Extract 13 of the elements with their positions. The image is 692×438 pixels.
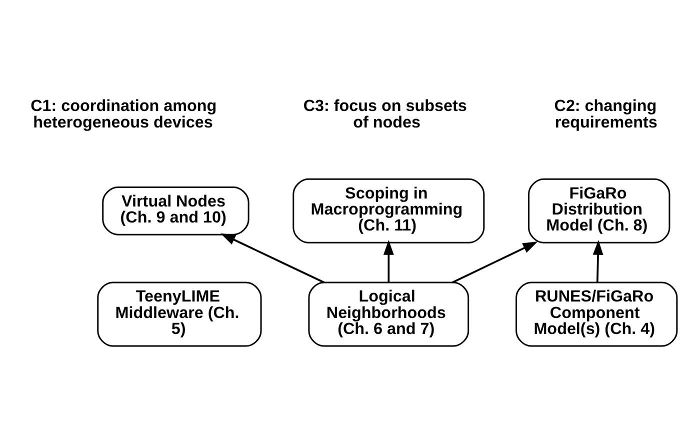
arrow [220,233,325,284]
arrow [452,242,538,284]
node-box: Logical Neighborhoods (Ch. 6 and 7) [308,282,470,347]
label: C1: coordination among heterogeneous devices [30,97,217,132]
arrow [383,240,394,282]
label: C3: focus on subsets of nodes [303,97,467,132]
node-box: FiGaRo Distribution Model (Ch. 8) [528,178,670,244]
arrow [592,240,604,282]
label: C2: changing requirements [554,97,658,132]
node-box: TeenyLIME Middleware (Ch. 5) [97,282,262,347]
node-box: Virtual Nodes (Ch. 9 and 10) [102,186,250,236]
node-box: RUNES/FiGaRo Component Model(s) (Ch. 4) [516,282,678,347]
node-box: Scoping in Macroprogramming (Ch. 11) [292,178,485,244]
